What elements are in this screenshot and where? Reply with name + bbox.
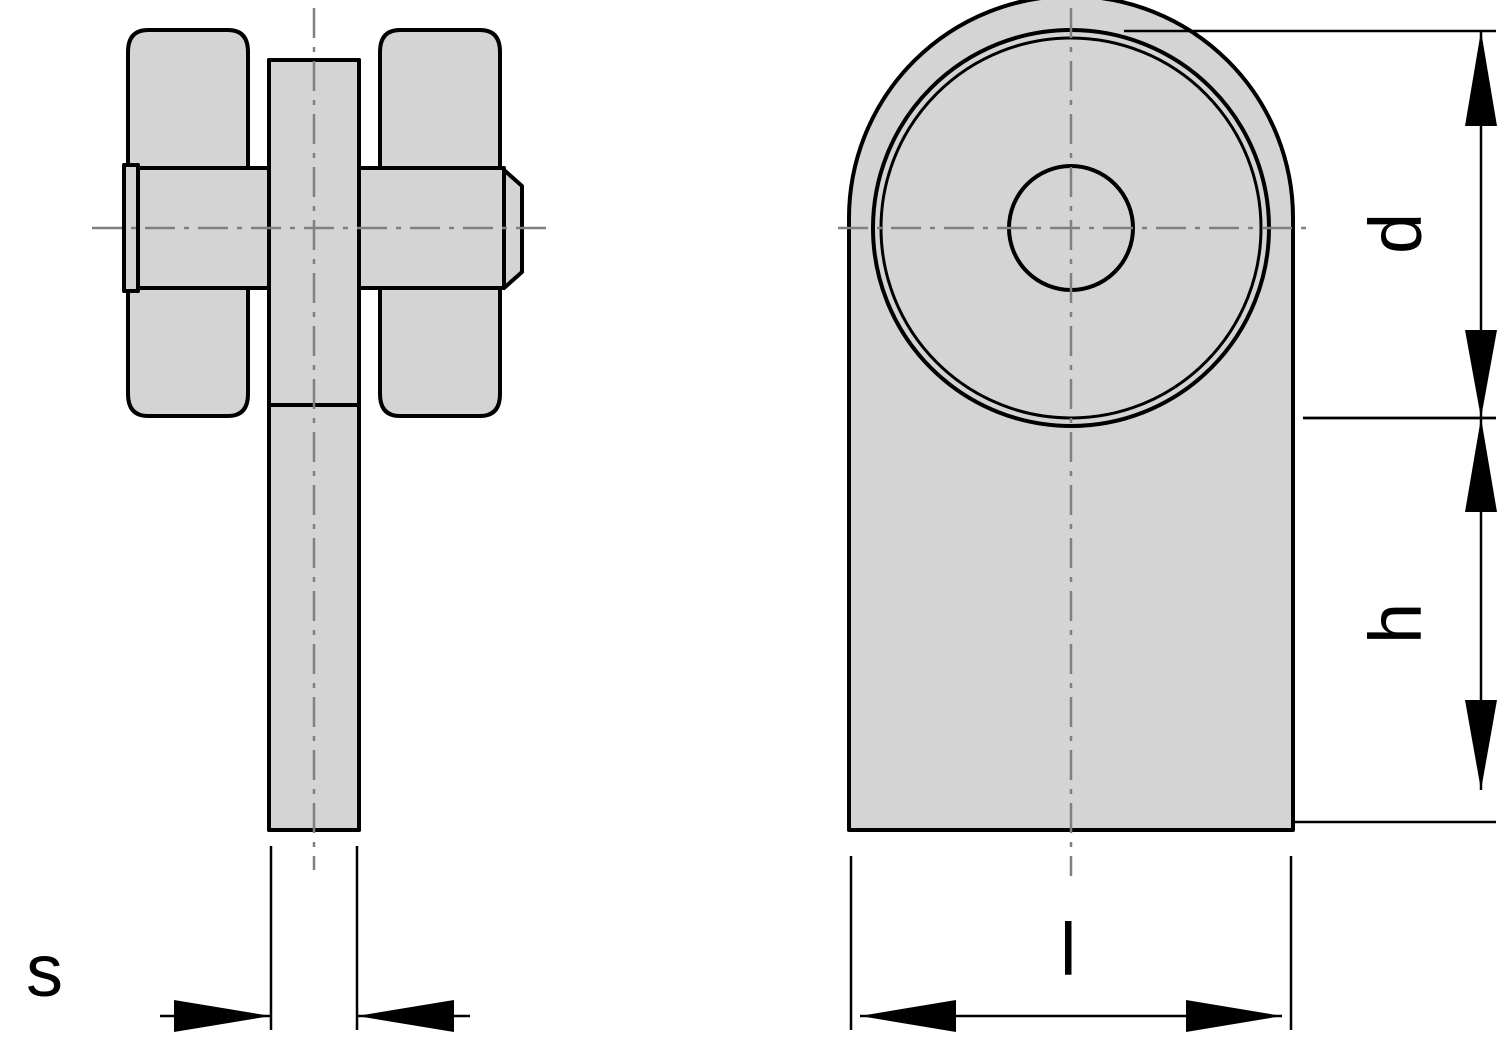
dimension-label-l: l [1060,908,1076,991]
side-view: s [26,8,551,1032]
front-view: d h l [838,0,1497,1032]
dimension-label-d: d [1354,213,1437,254]
side-view-centerlines [92,8,551,870]
dimension-l: l [849,856,1293,1032]
dimension-s: s [26,846,470,1032]
dimension-label-s: s [26,929,63,1012]
front-view-centerlines [838,8,1310,876]
dimension-label-h: h [1354,603,1437,644]
dimension-h: h [1293,416,1497,824]
